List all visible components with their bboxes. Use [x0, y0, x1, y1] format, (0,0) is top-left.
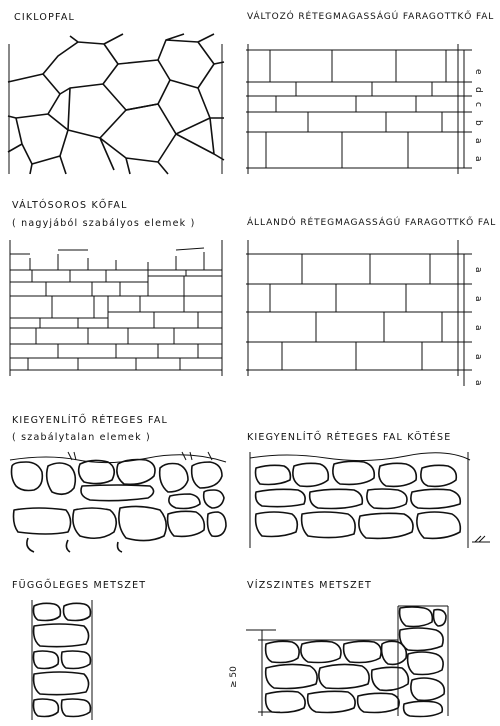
title-fuggoleges: FÜGGŐLEGES METSZET	[12, 580, 147, 591]
alternating-course-wall-drawing	[8, 240, 224, 376]
course-mark-e: e	[473, 69, 483, 75]
subtitle-kiegyenlito: ( szabálytalan elemek )	[12, 432, 151, 443]
levelled-course-bond-drawing	[246, 452, 490, 548]
vertical-section-drawing	[30, 600, 94, 720]
course-mark-a-2: a	[473, 296, 483, 302]
dimension-label: ≥ 50	[229, 666, 239, 688]
title-kotes: KIEGYENLÍTŐ RÉTEGES FAL KÖTÉSE	[247, 432, 452, 443]
title-ciklopfal: CIKLOPFAL	[14, 12, 76, 23]
course-height-scale-variable: e d c b a a	[460, 34, 483, 174]
course-mark-c: c	[473, 102, 483, 107]
title-allando: ÁLLANDÓ RÉTEGMAGASSÁGÚ FARAGOTTKŐ FAL	[247, 218, 497, 228]
course-mark-a-1: a	[473, 267, 483, 273]
course-mark-a-5: a	[473, 380, 483, 386]
title-kiegyenlito: KIEGYENLÍTŐ RÉTEGES FAL	[12, 415, 169, 426]
course-mark-a1: a	[473, 138, 483, 144]
cyclopean-wall-drawing	[8, 34, 224, 174]
title-valtosoros: VÁLTÓSOROS KŐFAL	[12, 200, 128, 211]
course-mark-d: d	[473, 87, 483, 93]
title-vizszintes: VÍZSZINTES METSZET	[247, 580, 373, 591]
course-mark-b: b	[473, 120, 483, 126]
subtitle-valtosoros: ( nagyjából szabályos elemek )	[12, 218, 196, 229]
variable-ashlar-wall-drawing	[246, 34, 460, 174]
course-height-scale-constant: a a a a a	[460, 240, 483, 386]
title-valtozo: VÁLTOZÓ RÉTEGMAGASSÁGÚ FARAGOTTKŐ FAL	[247, 12, 495, 22]
horizontal-section-drawing: ≥ 50	[229, 600, 466, 720]
constant-ashlar-wall-drawing	[246, 240, 460, 376]
course-mark-a-4: a	[473, 354, 483, 360]
levelled-course-wall-drawing	[8, 452, 228, 552]
course-mark-a2: a	[473, 156, 483, 162]
course-mark-a-3: a	[473, 325, 483, 331]
